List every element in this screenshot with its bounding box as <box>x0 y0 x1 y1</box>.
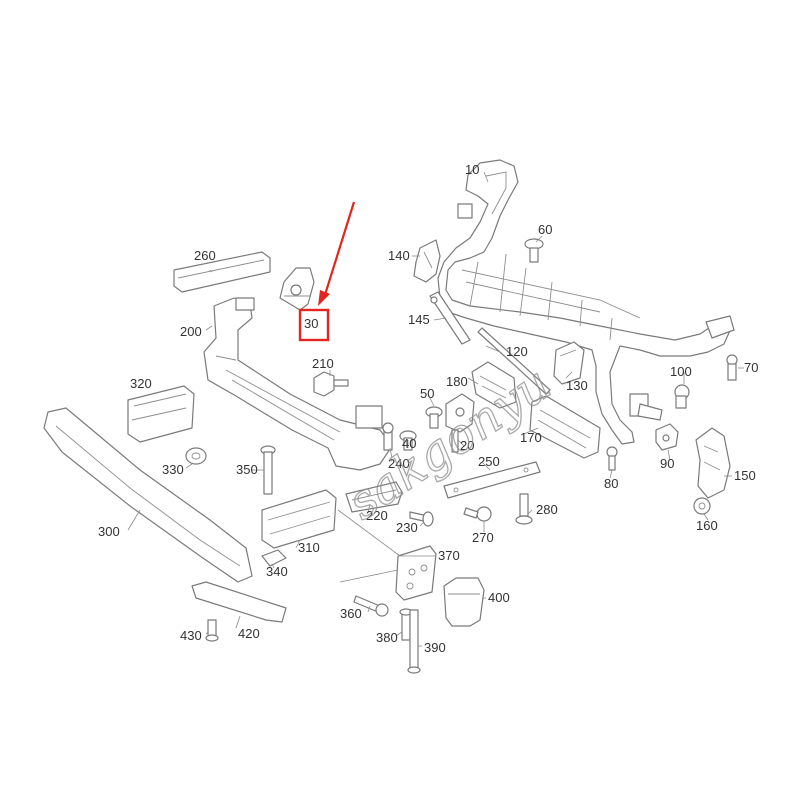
callout-20: 20 <box>460 438 474 453</box>
part-bracket-140 <box>413 239 441 283</box>
part-bracket-370 <box>395 545 437 601</box>
callout-350: 350 <box>236 462 258 477</box>
callout-90: 90 <box>660 456 674 471</box>
callout-300: 300 <box>98 524 120 539</box>
part-latch-20 <box>445 393 475 453</box>
callout-230: 230 <box>396 520 418 535</box>
part-bolt-430 <box>205 619 219 642</box>
callout-330: 330 <box>162 462 184 477</box>
part-strip-420 <box>191 581 287 623</box>
part-bolt-270 <box>463 506 492 522</box>
part-clip-50 <box>425 406 443 429</box>
callout-270: 270 <box>472 530 494 545</box>
callout-430: 430 <box>180 628 202 643</box>
part-nut-90 <box>655 423 679 451</box>
part-bracket-130 <box>553 341 585 385</box>
callout-50: 50 <box>420 386 434 401</box>
part-pin-240 <box>382 422 394 451</box>
part-bolt-60 <box>524 238 544 263</box>
leader-lines <box>127 171 744 647</box>
callout-380: 380 <box>376 630 398 645</box>
callout-320: 320 <box>130 376 152 391</box>
callout-labels: 10 60 140 145 120 130 180 170 20 50 40 2… <box>98 162 758 655</box>
callout-70: 70 <box>744 360 758 375</box>
part-bolt-70 <box>726 354 738 381</box>
callout-80: 80 <box>604 476 618 491</box>
callout-400: 400 <box>488 590 510 605</box>
part-nut-210 <box>313 371 349 397</box>
callout-240: 240 <box>388 456 410 471</box>
callout-340: 340 <box>266 564 288 579</box>
part-nut-330 <box>185 447 207 465</box>
red-arrow-icon <box>322 201 356 299</box>
callout-280: 280 <box>536 502 558 517</box>
highlight-box <box>298 308 330 342</box>
callout-180: 180 <box>446 374 468 389</box>
part-absorber-400 <box>443 577 485 627</box>
part-clip-40 <box>399 430 417 451</box>
part-crossmember-200 <box>203 297 393 471</box>
callout-120: 120 <box>506 344 528 359</box>
part-bolt-280 <box>515 493 533 525</box>
callout-130: 130 <box>566 378 588 393</box>
part-nut-160 <box>693 497 711 515</box>
callout-160: 160 <box>696 518 718 533</box>
part-bar-260 <box>173 251 271 293</box>
part-bolt-360 <box>353 595 389 617</box>
callout-140: 140 <box>388 248 410 263</box>
callout-170: 170 <box>520 430 542 445</box>
part-bolt-390 <box>407 609 421 674</box>
callout-370: 370 <box>438 548 460 563</box>
callout-260: 260 <box>194 248 216 263</box>
part-strip-250 <box>443 461 541 499</box>
part-shield-170 <box>529 395 601 459</box>
part-latch-180 <box>471 361 517 409</box>
callout-310: 310 <box>298 540 320 555</box>
callout-420: 420 <box>238 626 260 641</box>
callout-250: 250 <box>478 454 500 469</box>
part-bolt-350 <box>260 445 276 495</box>
highlight-part-30 <box>298 201 356 342</box>
callout-150: 150 <box>734 468 756 483</box>
part-bracket-30 <box>279 267 315 311</box>
callout-210: 210 <box>312 356 334 371</box>
part-bolt-100 <box>674 384 690 409</box>
part-bracket-320 <box>127 385 195 443</box>
part-strut-145 <box>429 291 471 345</box>
part-crashbox-310 <box>261 489 337 549</box>
callout-390: 390 <box>424 640 446 655</box>
part-screw-80 <box>606 446 618 471</box>
red-arrowhead-icon <box>318 290 330 306</box>
callout-100: 100 <box>670 364 692 379</box>
part-bolt-230 <box>409 511 434 527</box>
callout-30: 30 <box>304 316 318 331</box>
part-bumper-beam-300 <box>43 407 253 583</box>
callout-40: 40 <box>402 436 416 451</box>
callout-10: 10 <box>465 162 479 177</box>
part-bracket-150 <box>695 427 731 499</box>
callout-60: 60 <box>538 222 552 237</box>
callout-145: 145 <box>408 312 430 327</box>
callout-220: 220 <box>366 508 388 523</box>
part-bracket-220 <box>345 481 403 513</box>
callout-200: 200 <box>180 324 202 339</box>
callout-360: 360 <box>340 606 362 621</box>
part-cable-120 <box>477 327 551 395</box>
part-clip-340 <box>261 549 287 567</box>
